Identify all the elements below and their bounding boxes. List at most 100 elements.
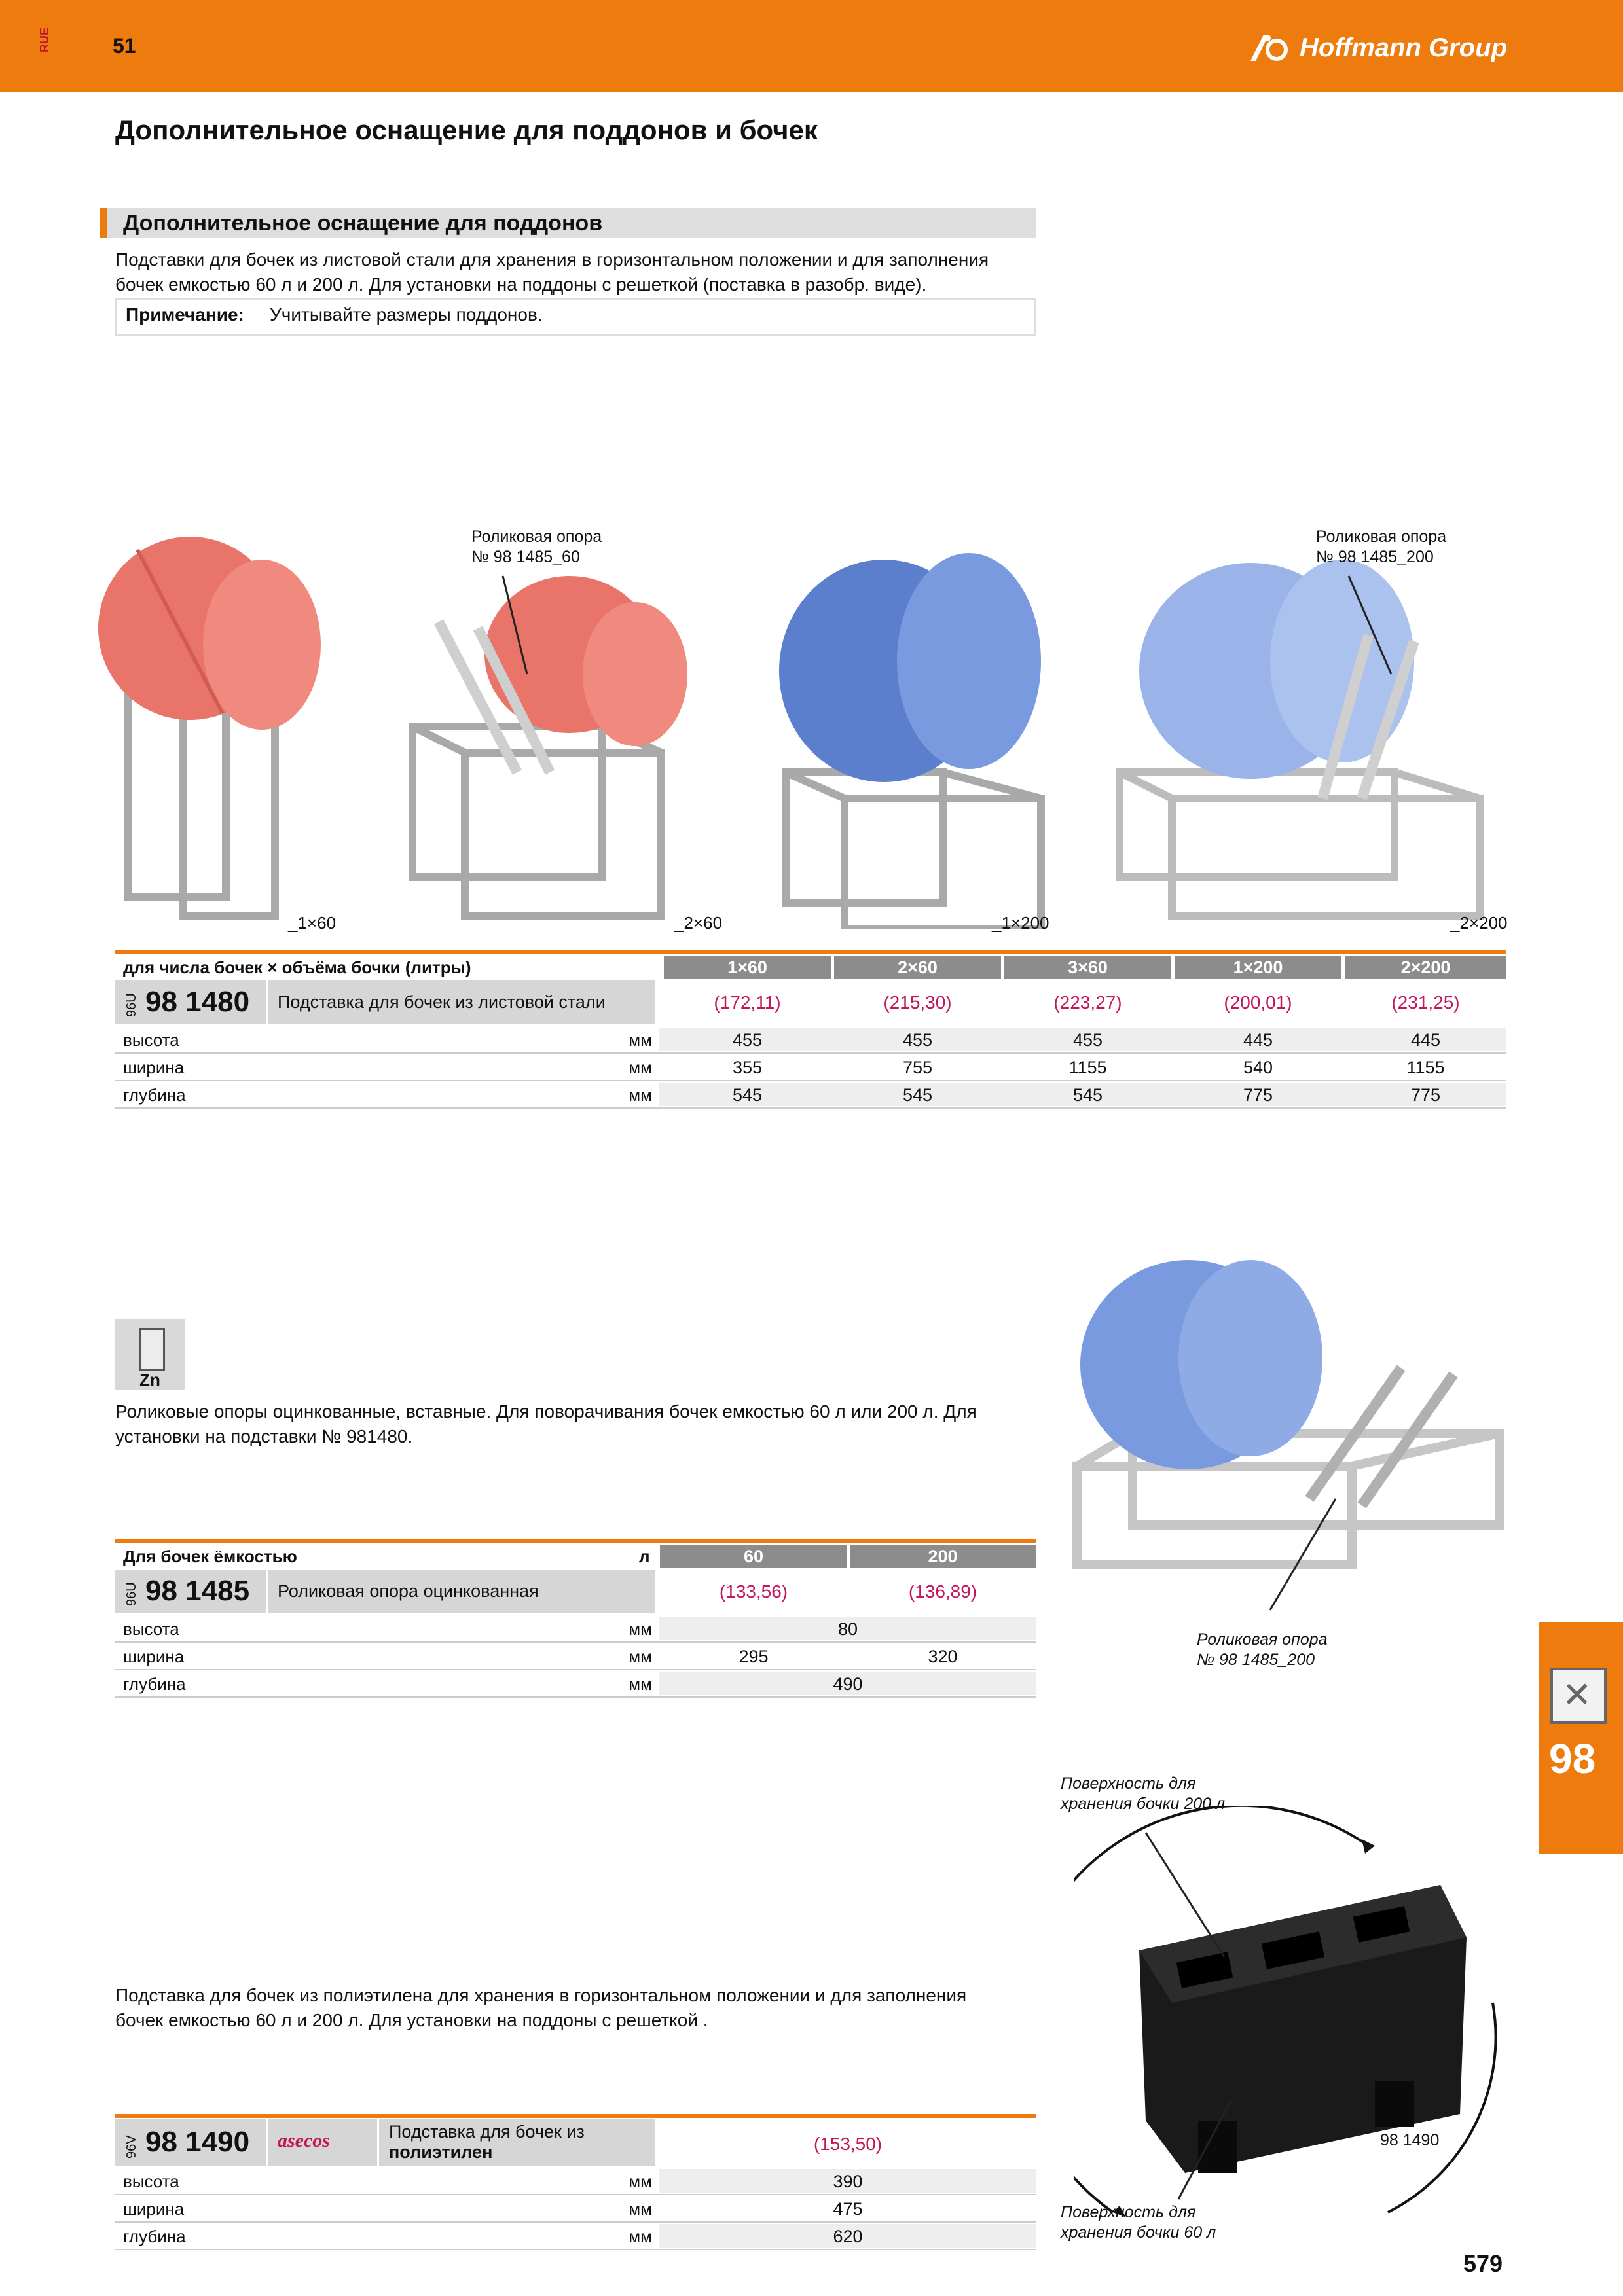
row-band [659,1617,1036,1640]
table-header-label: для числа бочек × объёма бочки (литры) [123,958,471,977]
page-number: 579 [1463,2250,1503,2277]
roller-callout-left-title: Роликовая опора [471,528,602,546]
cell-value: 545 [1072,1085,1103,1105]
row-unit: мм [629,1085,652,1105]
col-header-2x200: 2×200 [1345,956,1506,979]
row-band [659,2169,1036,2193]
chapter-tab[interactable]: ✕ [1539,1622,1623,1854]
cell-value: 490 [833,1674,863,1694]
col-header-60: 60 [660,1545,847,1568]
note-label: Примечание: [126,304,244,325]
row-band [659,1672,1036,1695]
cell-value: 320 [928,1647,958,1666]
section2-description-1: Роликовые опоры оцинкованные, вставные. … [115,1401,977,1422]
cell-value: 445 [1410,1030,1441,1050]
cell-value: 755 [902,1058,933,1077]
row-label: высота [123,1030,179,1050]
price-3x60: (223,27) [1053,992,1122,1013]
section-title-bar [100,208,1036,238]
col-header-200: 200 [850,1545,1036,1568]
polyethylene-stand-illustration [1074,1806,1497,2217]
section3-description-2: бочек емкостью 60 л и 200 л. Для установ… [115,2010,708,2030]
product-row-bg [115,1570,655,1613]
section-accent-mark [100,208,107,238]
table-row: ширина мм 355 755 1155 540 1155 [115,1054,1506,1081]
drum-stands-illustration [98,537,1484,929]
cell-value: 455 [902,1030,933,1050]
zinc-sheet-icon [139,1328,165,1371]
hazard-box-icon: ✕ [1550,1668,1607,1724]
roller-support-illustration [1072,1260,1504,1611]
price-2x60: (215,30) [883,992,952,1013]
zinc-coating-badge: Zn [115,1319,185,1390]
table-top-rule [115,1539,1036,1543]
poly-stand-body [1139,1885,1467,2173]
roller-callout-left-number: № 98 1485_60 [471,548,580,566]
price-2x200: (231,25) [1391,992,1460,1013]
price: (153,50) [813,2134,883,2154]
table-header-unit: л [639,1547,650,1566]
table-row: ширина мм 295 320 [115,1643,1036,1670]
table-98-1490: 96V 98 1490 asecos Подставка для бочек и… [115,2114,1036,2250]
drum-red-1-image [98,537,321,730]
roller-callout-right: Роликовая опора № 98 1485_200 [1316,527,1446,567]
image-article-label: 98 1490 [1380,2131,1440,2149]
table-top-rule [115,950,1506,954]
table-row: глубина мм 620 [115,2223,1036,2250]
cell-value: 295 [739,1647,769,1666]
cell-value: 445 [1243,1030,1273,1050]
row-label: глубина [123,1674,186,1694]
roller-support-60-image [433,619,555,775]
callout-line-left [501,575,528,675]
roller-callout-right-number: № 98 1485_200 [1316,548,1434,566]
cell-value: 80 [837,1619,858,1639]
roller-callout-right-title: Роликовая опора [1316,528,1447,546]
product-name: Подставка для бочек из листовой стали [278,992,606,1012]
cell-value: 545 [902,1085,933,1105]
article-prefix: 96V [124,2135,139,2159]
row-label: высота [123,2172,179,2191]
roller-callout-section2-number: № 98 1485_200 [1197,1651,1315,1669]
surface-60-callout: Поверхность для хранения бочки 60 л [1061,2202,1216,2243]
row-unit: мм [629,1619,652,1639]
brand-name: Hoffmann Group [1300,33,1508,62]
cell-value: 545 [732,1085,763,1105]
product-name: Роликовая опора оцинкованная [278,1581,539,1601]
cross-icon: ✕ [1562,1676,1592,1715]
section2-description-2: установки на подставки № 981480. [115,1426,413,1446]
table-top-rule [115,2114,1036,2118]
caption-1x60: _1×60 [288,913,337,933]
product-row: 96V 98 1490 asecos Подставка для бочек и… [115,2118,1036,2168]
table-98-1480: для числа бочек × объёма бочки (литры) 1… [115,950,1506,1109]
surface-200-callout-line1: Поверхность для [1061,1774,1196,1793]
row-unit: мм [629,1030,652,1050]
surface-200-callout: Поверхность для хранения бочки 200 л [1061,1774,1225,1814]
article-divider [266,2119,268,2166]
price-200: (136,89) [908,1581,977,1602]
table-header-label: Для бочек ёмкостью [123,1547,297,1566]
row-unit: мм [629,1674,652,1694]
section-description-1: Подставки для бочек из листовой стали дл… [115,249,989,270]
hoffmann-logo-icon [1250,35,1288,61]
drum-red-2-image [484,576,687,746]
table-row: глубина мм 490 [115,1670,1036,1698]
price-1x60: (172,11) [714,992,781,1013]
table-row: высота мм 390 [115,2168,1036,2195]
row-label: ширина [123,1647,185,1666]
roller-callout-section2: Роликовая опора № 98 1485_200 [1197,1630,1328,1670]
row-label: ширина [123,1058,185,1077]
cell-value: 775 [1243,1085,1273,1105]
product-row: 96U 98 1480 Подставка для бочек из листо… [115,980,1506,1026]
note-text: Учитывайте размеры поддонов. [270,304,543,325]
table-row: высота мм 80 [115,1615,1036,1643]
col-header-1x200: 1×200 [1175,956,1341,979]
cell-value: 455 [1072,1030,1103,1050]
zinc-label: Zn [139,1370,160,1390]
stand-2x200-image [1116,768,1484,920]
product-row-bg [115,980,655,1024]
cell-value: 390 [833,2172,863,2191]
product-name-line1: Подставка для бочек из [389,2122,585,2142]
article-prefix: 96U [124,1582,139,1606]
price-1x200: (200,01) [1224,992,1292,1013]
row-band [659,1028,1506,1051]
